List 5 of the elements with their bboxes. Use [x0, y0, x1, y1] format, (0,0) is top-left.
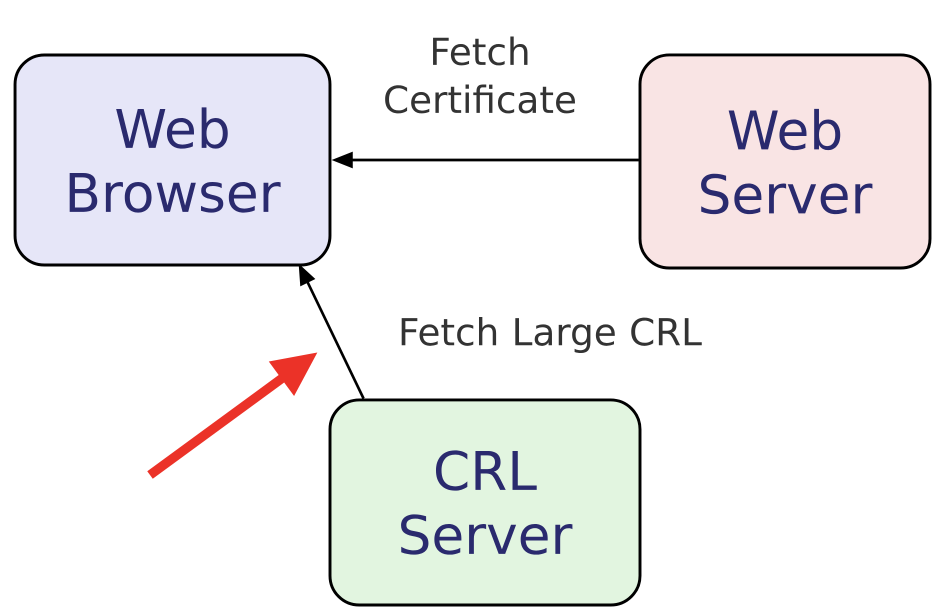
edge-label: Fetch Large CRL	[402, 316, 702, 354]
process-box: Web Browser	[14, 54, 332, 266]
process-box: Web Server	[638, 54, 932, 270]
edge-label: Fetch Certificate	[385, 36, 575, 114]
process-box: CRL Server	[328, 398, 642, 606]
